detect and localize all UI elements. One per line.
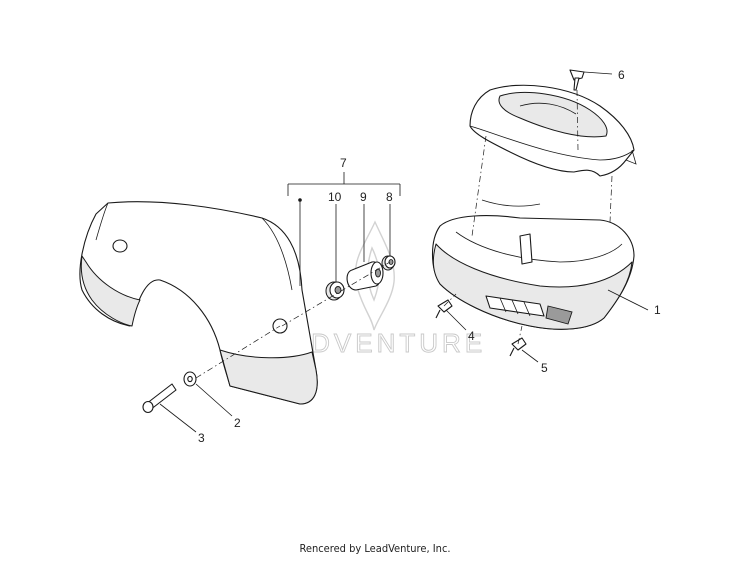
screw-part-left xyxy=(435,299,453,319)
callout-1: 1 xyxy=(654,303,661,317)
callout-5: 5 xyxy=(541,361,548,375)
callout-6: 6 xyxy=(618,68,625,82)
upper-cap-part xyxy=(469,84,637,177)
screw-part-upper xyxy=(569,69,585,91)
housing-post xyxy=(519,233,533,265)
main-housing-part xyxy=(432,199,635,330)
cover-upper-hole xyxy=(112,239,128,253)
screw-part-right xyxy=(509,337,527,357)
callout-3: 3 xyxy=(198,431,205,445)
side-cover-panel xyxy=(79,201,318,405)
render-credit: Rencered by LeadVenture, Inc. xyxy=(299,542,451,555)
bolt-part xyxy=(142,383,177,414)
callout-7: 7 xyxy=(340,156,347,170)
grommet-part xyxy=(325,281,345,301)
callout-10: 10 xyxy=(328,190,342,204)
callout-9: 9 xyxy=(360,190,367,204)
callout-4: 4 xyxy=(468,329,475,343)
callout-8: 8 xyxy=(386,190,393,204)
callout-2: 2 xyxy=(234,416,241,430)
washer-part xyxy=(183,371,197,387)
